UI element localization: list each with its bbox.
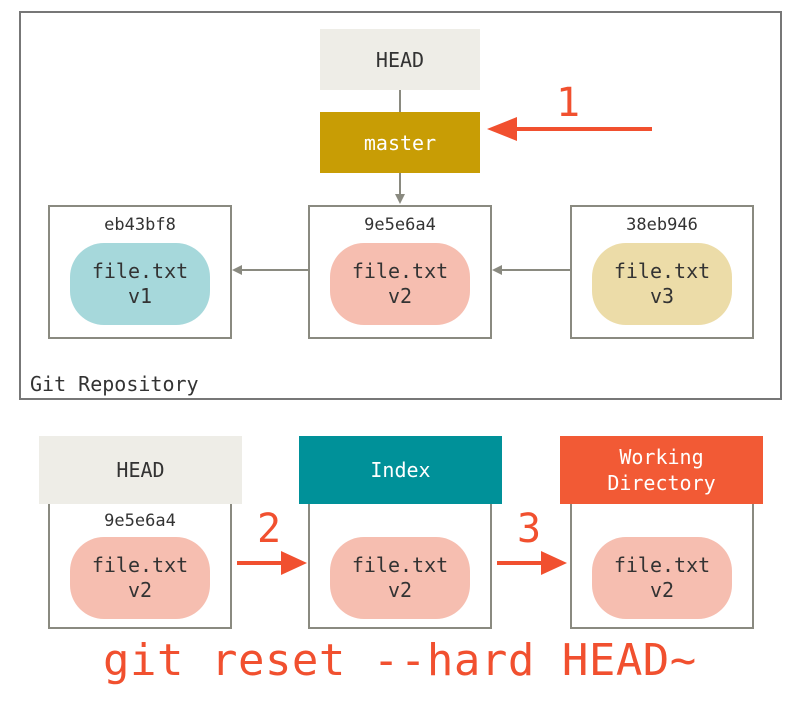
git-repository-label: Git Repository <box>30 372 199 396</box>
head-ref: HEAD <box>320 29 480 90</box>
file-version: v2 <box>387 578 413 602</box>
file-version: v2 <box>387 284 413 308</box>
file-blob: file.txt v2 <box>592 537 732 619</box>
file-version: v1 <box>127 284 153 308</box>
git-repository-frame <box>19 11 782 400</box>
file-name: file.txt <box>351 259 449 283</box>
step3-arrow-head <box>541 551 567 575</box>
master-branch-ref: master <box>320 112 480 173</box>
commit-hash: eb43bf8 <box>104 215 176 235</box>
file-blob: file.txt v3 <box>592 243 732 325</box>
file-version: v3 <box>649 284 675 308</box>
file-name: file.txt <box>351 553 449 577</box>
index-tree-box: file.txt v2 <box>308 497 492 629</box>
git-command-text: git reset --hard HEAD~ <box>103 635 697 686</box>
commit-hash: 38eb946 <box>626 215 698 235</box>
step-3-number: 3 <box>517 506 542 552</box>
working-directory-tree-box: file.txt v2 <box>570 497 754 629</box>
file-version: v2 <box>649 578 675 602</box>
working-directory-tree-label: Working Directory <box>560 436 763 504</box>
step-2-number: 2 <box>257 506 282 552</box>
commit-hash: 9e5e6a4 <box>104 511 176 531</box>
commit-eb43bf8: eb43bf8 file.txt v1 <box>48 205 232 339</box>
file-name: file.txt <box>91 259 189 283</box>
file-name: file.txt <box>91 553 189 577</box>
file-blob: file.txt v2 <box>330 537 470 619</box>
file-name: file.txt <box>613 553 711 577</box>
head-tree-box: 9e5e6a4 file.txt v2 <box>48 497 232 629</box>
step-1-number: 1 <box>556 80 581 126</box>
step2-arrow-head <box>281 551 307 575</box>
commit-38eb946: 38eb946 file.txt v3 <box>570 205 754 339</box>
commit-hash: 9e5e6a4 <box>364 215 436 235</box>
file-blob: file.txt v1 <box>70 243 210 325</box>
index-tree-label: Index <box>299 436 502 504</box>
file-name: file.txt <box>613 259 711 283</box>
file-version: v2 <box>127 578 153 602</box>
head-tree-label: HEAD <box>39 436 242 504</box>
commit-9e5e6a4: 9e5e6a4 file.txt v2 <box>308 205 492 339</box>
file-blob: file.txt v2 <box>330 243 470 325</box>
file-blob: file.txt v2 <box>70 537 210 619</box>
step1-arrow-head <box>487 117 517 141</box>
